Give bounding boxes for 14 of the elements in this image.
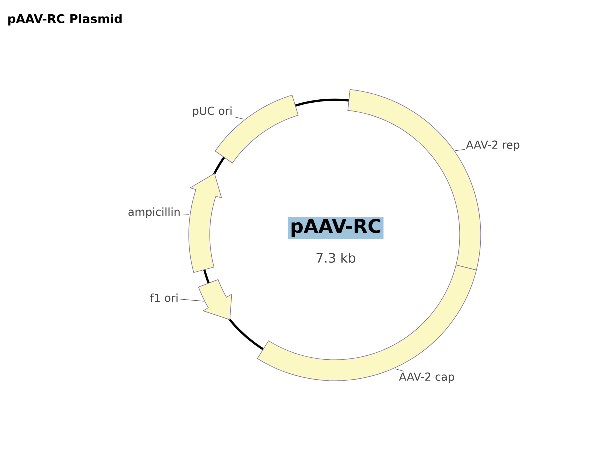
feature-label: AAV-2 rep — [466, 140, 520, 152]
feature-label: f1 ori — [150, 294, 178, 302]
leader-line — [182, 214, 190, 215]
leader-line — [394, 368, 405, 372]
feature-label: AAV-2 cap — [399, 372, 454, 384]
leader-line — [234, 116, 245, 120]
plasmid-size: 7.3 kb — [316, 252, 356, 264]
title: pAAV-RC Plasmid — [8, 14, 122, 26]
feature-label: pUC ori — [193, 106, 232, 118]
leader-line — [180, 299, 204, 302]
leader-line — [455, 149, 466, 152]
plasmid-name: pAAV-RC — [288, 216, 384, 240]
directional-feature — [188, 173, 222, 274]
feature-label: ampicillin — [128, 208, 180, 218]
